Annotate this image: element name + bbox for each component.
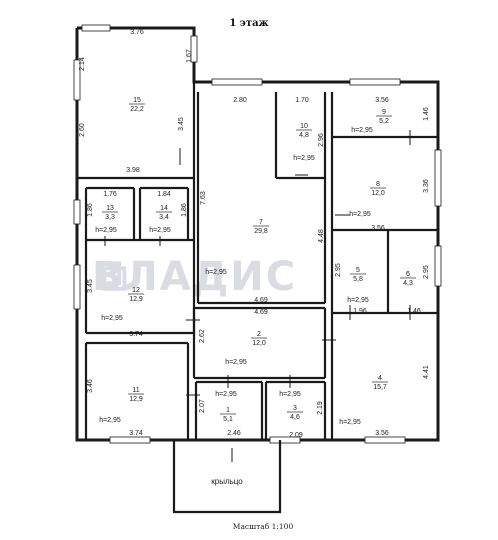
dimension-label: 2.62	[199, 329, 206, 343]
room-area: 5,8	[353, 276, 363, 283]
dimension-label: 4.69	[254, 309, 268, 316]
room-number: 11	[132, 387, 139, 394]
room-area: 29,8	[254, 228, 268, 235]
dimension-label: 2.14	[79, 57, 86, 71]
dimension-label: 1.86	[87, 203, 94, 217]
dimension-label: 4.41	[423, 365, 430, 379]
scale-label: Масштаб 1:100	[233, 522, 294, 531]
doors	[104, 130, 411, 462]
room-labels: 1522,2104,8h=2,9595,2h=2,95812,0h=2,9513…	[99, 97, 416, 426]
dimension-label: 2.60	[79, 123, 86, 137]
room-area: 4,8	[299, 132, 309, 139]
dimension-label: 2.07	[199, 399, 206, 413]
watermark-logo-icon: ⧉	[96, 250, 129, 301]
room-height: h=2,95	[205, 269, 227, 276]
dimension-label: 2.09	[289, 432, 303, 439]
room-height: h=2,95	[95, 227, 117, 234]
dimension-labels: 3.76 2.14 1.67 2.60 3.98 3.45 2.80 1.70 3.56 1.46…	[79, 29, 430, 439]
room-number: 5	[356, 267, 360, 274]
room-number: 1	[226, 407, 230, 414]
dimension-label: 2.95	[335, 263, 342, 277]
exterior-wall	[75, 26, 440, 442]
dimension-label: 3.56	[371, 225, 385, 232]
dimension-label: 2.46	[227, 430, 241, 437]
dimension-label: 3.98	[126, 167, 140, 174]
dimension-label: 1.46	[407, 308, 421, 315]
room-number: 7	[259, 219, 263, 226]
room-height: h=2,95	[351, 127, 373, 134]
dimension-label: 3.46	[87, 379, 94, 393]
room-area: 3,4	[159, 214, 169, 221]
room-area: 12,0	[252, 340, 266, 347]
dimension-label: 3.45	[178, 117, 185, 131]
room-height: h=2,95	[347, 297, 369, 304]
dimension-label: 1.76	[103, 191, 117, 198]
dimension-label: 2.96	[318, 133, 325, 147]
room-area: 5,2	[379, 118, 389, 125]
dimension-label: 1.86	[181, 203, 188, 217]
room-number: 3	[293, 405, 297, 412]
dimension-label: 2.95	[423, 265, 430, 279]
room-area: 12,9	[129, 296, 143, 303]
dimension-label: 7.63	[200, 191, 207, 205]
room-area: 4,3	[403, 280, 413, 287]
room-number: 14	[160, 205, 168, 212]
dimension-label: 4.48	[318, 229, 325, 243]
room-number: 13	[106, 205, 114, 212]
room-area: 15,7	[373, 384, 387, 391]
room-area: 12,0	[371, 190, 385, 197]
dimension-label: 4.69	[254, 297, 268, 304]
room-height: h=2,95	[339, 419, 361, 426]
room-area: 12,9	[129, 396, 143, 403]
dimension-label: 3.56	[375, 430, 389, 437]
porch-label: крыльцо	[211, 477, 243, 486]
dimension-label: 1.46	[423, 107, 430, 121]
dimension-label: 2.80	[233, 97, 247, 104]
interior-walls	[77, 82, 438, 440]
room-height: h=2,95	[279, 391, 301, 398]
room-height: h=2,95	[349, 211, 371, 218]
room-area: 5,1	[223, 416, 233, 423]
dimension-label: 2.19	[317, 401, 324, 415]
room-number: 12	[132, 287, 140, 294]
dimension-label: 1.96	[353, 308, 367, 315]
room-number: 8	[376, 181, 380, 188]
room-number: 2	[257, 331, 261, 338]
room-number: 6	[406, 271, 410, 278]
room-height: h=2,95	[101, 315, 123, 322]
room-height: h=2,95	[99, 417, 121, 424]
room-height: h=2,95	[149, 227, 171, 234]
room-height: h=2,95	[225, 359, 247, 366]
room-number: 15	[133, 97, 141, 104]
dimension-label: 3.56	[375, 97, 389, 104]
dimension-label: 3.76	[130, 29, 144, 36]
room-number: 9	[382, 109, 386, 116]
room-number: 10	[300, 123, 308, 130]
dimension-label: 3.45	[87, 279, 94, 293]
dimension-label: 1.67	[186, 49, 193, 63]
windows	[73, 24, 442, 444]
room-number: 4	[378, 375, 382, 382]
room-height: h=2,95	[215, 391, 237, 398]
dimension-label: 3.74	[129, 430, 143, 437]
floor-title: 1 этаж	[229, 18, 268, 29]
room-area: 3,3	[105, 214, 115, 221]
dimension-label: 1.70	[295, 97, 309, 104]
extra-height-labels: h=2,95 h=2,95	[95, 227, 171, 234]
dimension-label: 3.36	[423, 179, 430, 193]
dimension-label: 1.84	[157, 191, 171, 198]
room-height: h=2,95	[293, 155, 315, 162]
room-area: 4,6	[290, 414, 300, 421]
dimension-label: 3.74	[129, 331, 143, 338]
porch-outline	[172, 440, 282, 514]
room-area: 22,2	[130, 106, 144, 113]
